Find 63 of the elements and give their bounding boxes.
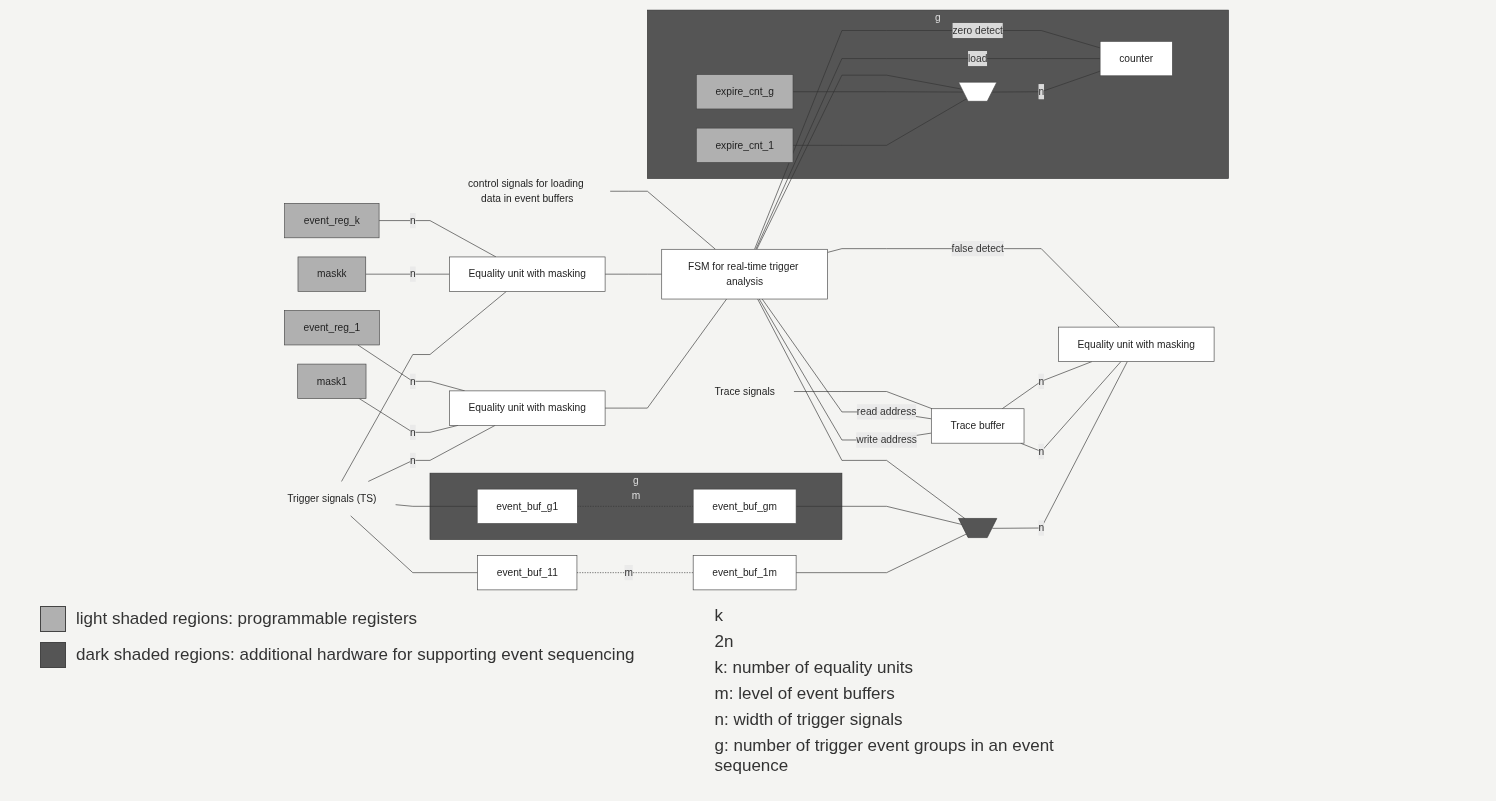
connector xyxy=(609,190,716,250)
edge-label: n xyxy=(409,214,416,226)
node-box: maskk xyxy=(297,256,366,292)
node-box: event_buf_gm xyxy=(692,488,797,524)
connector xyxy=(761,298,932,420)
legend-text: light shaded regions: programmable registers xyxy=(76,609,418,629)
connector xyxy=(792,98,967,146)
node-text: control signals for loading data in event buffers xyxy=(467,177,584,204)
node-box: Equality unit with masking xyxy=(448,256,606,292)
edge-label: load xyxy=(967,52,988,64)
note-text: g: number of trigger event groups in an event sequence xyxy=(714,736,1055,776)
connector xyxy=(604,298,727,409)
edge-label: false detect xyxy=(951,242,1004,254)
connector xyxy=(365,273,450,275)
node-box: Equality unit with masking xyxy=(448,390,606,426)
edge-label: n xyxy=(409,426,416,438)
note-text: n: width of trigger signals xyxy=(714,710,904,730)
node-box: expire_cnt_g xyxy=(695,74,794,110)
node-box: counter xyxy=(1099,41,1173,77)
node-text: Trace signals xyxy=(714,385,775,397)
node-box: expire_cnt_1 xyxy=(695,127,794,163)
edge-label: n xyxy=(1038,445,1044,457)
connector xyxy=(793,391,933,410)
connector xyxy=(350,515,478,573)
node-box: event_buf_1m xyxy=(692,555,797,591)
connector xyxy=(795,506,962,525)
edge-label: n xyxy=(1038,86,1044,97)
edge-label: read address xyxy=(856,406,917,418)
connector xyxy=(757,298,966,520)
edge-label: write address xyxy=(855,434,917,446)
node-box: event_reg_k xyxy=(284,203,380,239)
node-trapezoid xyxy=(957,81,997,102)
connector xyxy=(991,70,1101,93)
node-trapezoid xyxy=(957,518,997,538)
node-box: event_reg_1 xyxy=(283,310,380,346)
connector xyxy=(604,273,662,275)
node-box: mask1 xyxy=(297,363,367,399)
connector xyxy=(576,572,694,573)
edge-label: m xyxy=(624,566,633,578)
edge-label: n xyxy=(409,268,416,280)
connector xyxy=(991,361,1128,529)
edge-label: n xyxy=(409,375,416,387)
node-box: event_buf_g1 xyxy=(476,488,578,524)
connector xyxy=(756,74,963,250)
legend-text: dark shaded regions: additional hardware for supporting event sequencing xyxy=(76,645,635,665)
node-text: Trigger signals (TS) xyxy=(286,492,377,504)
node-box: Equality unit with masking xyxy=(1057,326,1215,362)
connector xyxy=(795,533,967,573)
connector xyxy=(758,298,932,441)
connector xyxy=(395,504,478,507)
note-text: k xyxy=(714,606,725,626)
connector xyxy=(340,291,507,482)
node-box: Trace buffer xyxy=(930,408,1025,444)
edge-label: n xyxy=(1038,375,1044,387)
edge-label: zero detect xyxy=(952,24,1003,36)
connector xyxy=(367,425,496,482)
node-box: FSM for real-time trigger analysis xyxy=(661,248,828,300)
note-text: k: number of equality units xyxy=(714,658,914,678)
note-text: m: level of event buffers xyxy=(714,684,896,704)
node-box: event_buf_11 xyxy=(476,555,577,591)
edge-label: n xyxy=(409,454,416,466)
note-text: 2n xyxy=(714,632,735,652)
edge-label: n xyxy=(1038,522,1044,534)
